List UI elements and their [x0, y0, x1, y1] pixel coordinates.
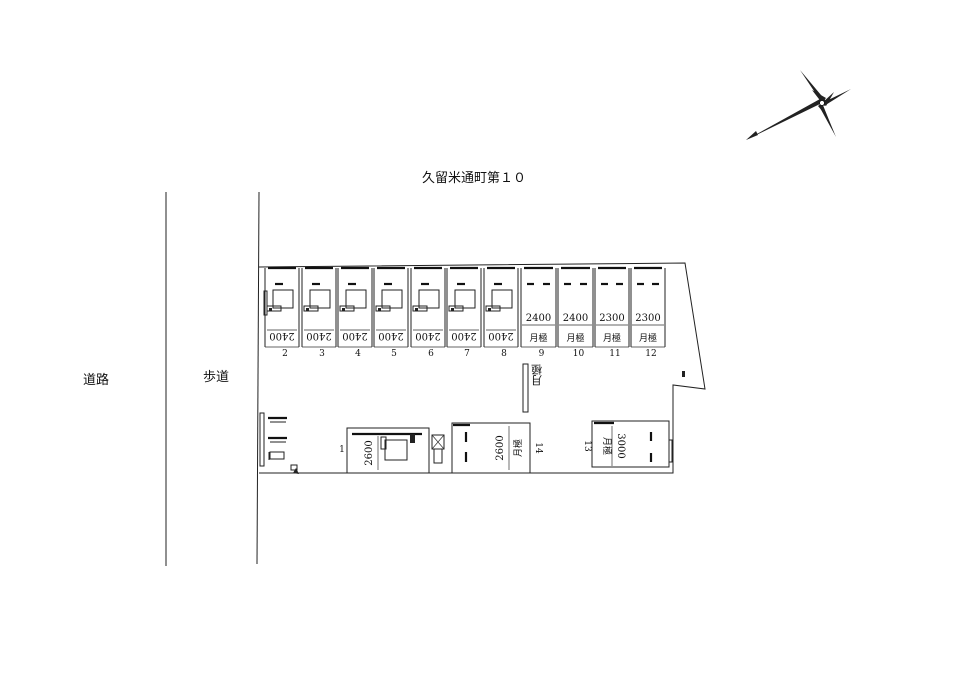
sidewalk-edge-line	[256, 191, 260, 565]
sidewalk-label: 歩道	[203, 370, 229, 385]
space-number: 1	[339, 445, 345, 455]
upper-parking-row: 2400 2 2400 3 2400 4 2400 5 2400 6 2400 7 2400 8 2400 月…	[263, 266, 666, 359]
lot-boundary	[258, 262, 706, 474]
space-number: 14	[533, 442, 543, 454]
space-width-label: 2300	[635, 313, 660, 324]
space-number: 12	[645, 349, 656, 359]
monthly-label: 月極	[512, 439, 524, 457]
space-width-label: 2600	[495, 435, 506, 460]
space-outline	[451, 422, 531, 474]
wheel-stop	[410, 434, 415, 443]
lock-device-icon	[306, 308, 309, 311]
lock-plate	[454, 289, 476, 309]
lock-plate	[384, 439, 408, 461]
lock-device-icon	[375, 305, 391, 312]
space-number: 3	[319, 349, 325, 359]
monthly-label: 月極	[529, 332, 547, 344]
lock-device-icon	[342, 308, 345, 311]
payment-machine-area	[259, 412, 299, 474]
parking-space-12[interactable]: 2300 月極 12	[630, 266, 666, 359]
center-sign-post	[522, 363, 529, 413]
space-width-label: 3000	[615, 433, 626, 458]
lock-device-icon	[415, 308, 418, 311]
lock-device-icon	[485, 305, 501, 312]
space-number: 2	[282, 349, 288, 359]
lock-device-icon	[448, 305, 464, 312]
lock-plate	[309, 289, 331, 309]
space-number: 5	[391, 349, 397, 359]
lock-device-icon	[339, 305, 355, 312]
curb-block	[668, 439, 673, 463]
parking-space-10[interactable]: 2400 月極 10	[557, 266, 594, 359]
space-number: 6	[428, 349, 434, 359]
parking-space-5[interactable]: 2400 5	[373, 266, 409, 359]
lock-device-icon	[451, 308, 454, 311]
lock-plate	[345, 289, 367, 309]
space-outline	[346, 427, 430, 474]
lock-plate	[491, 289, 513, 309]
curb-block	[263, 290, 268, 316]
space-number: 7	[464, 349, 470, 359]
road-label: 道路	[83, 372, 109, 388]
lock-device-icon	[303, 305, 319, 312]
space-width-label: 2400	[451, 330, 476, 341]
monthly-label: 月極	[639, 332, 657, 344]
monthly-label: 月極	[603, 332, 621, 344]
lock-device-icon	[488, 308, 491, 311]
parking-space-14[interactable]: 2600 月極 14	[451, 422, 543, 474]
space-width-label: 2400	[415, 330, 440, 341]
edge-marker	[682, 371, 685, 377]
lock-device-icon	[269, 308, 272, 311]
parking-space-1[interactable]: 2600 1	[339, 427, 430, 474]
space-width-label: 2400	[378, 330, 403, 341]
parking-space-8[interactable]: 2400 8	[483, 266, 519, 359]
space-number: 9	[539, 349, 545, 359]
center-sign-text: 月極	[531, 364, 544, 386]
parking-space-11[interactable]: 2300 月極 11	[594, 266, 630, 359]
space-width-label: 2400	[563, 313, 588, 324]
space-number: 13	[582, 440, 592, 452]
space-width-label: 2400	[269, 330, 294, 341]
lock-device-icon	[378, 308, 381, 311]
space-number: 4	[355, 349, 361, 359]
space-width-label: 2300	[599, 313, 624, 324]
lock-plate	[272, 289, 294, 309]
space-number: 10	[573, 349, 585, 359]
space-width-label: 2400	[488, 330, 513, 341]
monthly-label: 月極	[601, 437, 613, 455]
space-number: 8	[501, 349, 507, 359]
space-number: 11	[609, 349, 620, 359]
lock-device-icon	[380, 436, 387, 450]
parking-space-2[interactable]: 2400 2	[264, 266, 300, 359]
lock-plate	[381, 289, 403, 309]
monthly-label: 月極	[566, 332, 584, 344]
entry-gate-icon	[431, 434, 445, 464]
space-width-label: 2400	[342, 330, 367, 341]
parking-space-7[interactable]: 2400 7	[446, 266, 482, 359]
lock-device-icon	[412, 305, 428, 312]
parking-space-4[interactable]: 2400 4	[337, 266, 373, 359]
parking-space-3[interactable]: 2400 3	[301, 266, 337, 359]
space-width-label: 2600	[364, 440, 375, 465]
parking-space-9[interactable]: 2400 月極 9	[520, 266, 557, 359]
space-width-label: 2400	[526, 313, 551, 324]
parking-space-6[interactable]: 2400 6	[410, 266, 446, 359]
space-width-label: 2400	[306, 330, 331, 341]
lock-plate	[418, 289, 440, 309]
site-title: 久留米通町第１０	[422, 171, 526, 186]
compass-icon	[746, 70, 851, 140]
